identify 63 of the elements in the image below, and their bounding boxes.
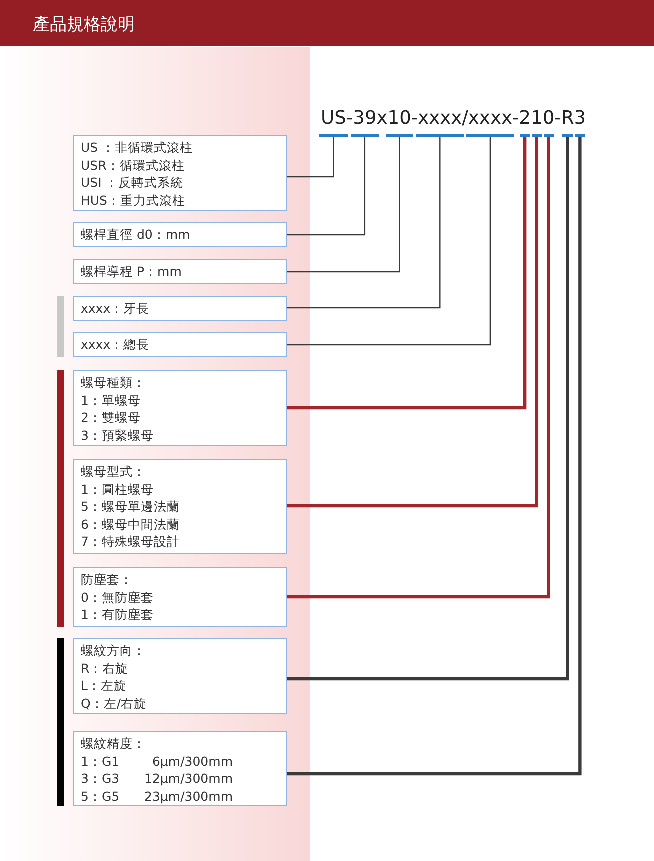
spec-text: xxxx：總長 <box>81 336 150 354</box>
spec-text: 5：螺母單邊法蘭 <box>81 498 180 516</box>
leader-line <box>287 137 492 346</box>
spec-text: 螺紋方向： <box>81 642 146 660</box>
spec-text: Q：左/右旋 <box>81 694 148 712</box>
spec-text: 5：G5 <box>81 788 120 805</box>
leader-line <box>287 137 570 681</box>
model-code: US-39x10-xxxx/xxxx-210-R3 <box>321 107 586 131</box>
spec-text: USI ：反轉式系統 <box>81 174 184 192</box>
spec-box <box>73 222 287 247</box>
spec-text: US ：非循環式滾柱 <box>81 139 194 156</box>
page-title: 產品規格說明 <box>33 14 135 37</box>
spec-box <box>73 731 287 806</box>
spec-text: 螺紋精度： <box>81 735 146 752</box>
underline-mark <box>466 134 514 137</box>
spec-box <box>73 332 287 357</box>
underline-mark <box>575 134 586 137</box>
spec-text: 螺母型式： <box>81 463 146 480</box>
underline-mark <box>562 134 574 137</box>
leader-line <box>287 137 366 236</box>
spec-box <box>73 296 287 321</box>
spec-text: 6：螺母中間法蘭 <box>81 516 180 533</box>
spec-text: 3：G3 <box>81 770 120 788</box>
spec-box <box>73 259 287 284</box>
leader-line <box>287 137 550 599</box>
spec-box <box>73 135 287 211</box>
spec-text: 12μm/300mm <box>144 770 233 788</box>
spec-text: L：左旋 <box>81 677 127 694</box>
spec-text: 螺母種類： <box>81 374 146 392</box>
spec-box <box>73 567 287 627</box>
underline-mark <box>319 134 348 137</box>
spec-text: 1：有防塵套 <box>81 606 154 624</box>
underline-mark <box>532 134 542 137</box>
leader-line <box>287 137 538 508</box>
underline-mark <box>351 134 379 137</box>
spec-text: 1：圓柱螺母 <box>81 480 154 498</box>
spec-text: 7：特殊螺母設計 <box>81 533 180 550</box>
leader-line <box>287 137 582 776</box>
leader-line <box>287 137 400 273</box>
spec-text: 1：G1 <box>81 752 120 770</box>
spec-text: 2：雙螺母 <box>81 409 141 426</box>
spec-text: USR：循環式滾柱 <box>81 156 185 174</box>
leader-line <box>287 137 527 410</box>
spec-text: 螺桿直徑 d0：mm <box>81 226 190 244</box>
spec-box <box>73 459 287 554</box>
spec-text: HUS：重力式滾柱 <box>81 192 186 209</box>
underline-mark <box>416 134 464 137</box>
spec-text: 螺桿導程 P：mm <box>81 263 182 280</box>
spec-box <box>73 370 287 446</box>
spec-text: R：右旋 <box>81 660 129 677</box>
spec-text: 防塵套： <box>81 571 133 588</box>
spec-text: 23μm/300mm <box>144 788 233 805</box>
leader-line <box>287 137 334 178</box>
spec-text: xxxx：牙長 <box>81 300 150 318</box>
spec-box <box>73 638 287 714</box>
spec-text: 1：單螺母 <box>81 392 141 409</box>
underline-mark <box>386 134 414 137</box>
spec-text: 6μm/300mm <box>152 752 233 770</box>
leader-line <box>287 137 441 309</box>
spec-text: 0：無防塵套 <box>81 588 154 606</box>
underline-mark <box>520 134 530 137</box>
underline-mark <box>544 134 554 137</box>
spec-text: 3：預緊螺母 <box>81 426 154 444</box>
